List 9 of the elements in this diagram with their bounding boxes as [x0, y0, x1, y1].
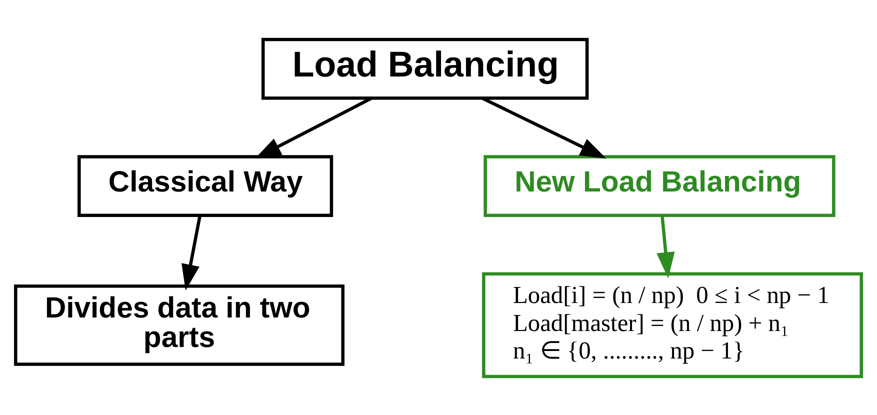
node-box: Load[i] = (n / np) 0 ≤ i < np − 1 Load[master] = (n / np) + n₁ n₁ ∈ {0, ........., np − 1}	[482, 272, 863, 378]
node-box: New Load Balancing	[484, 154, 836, 216]
arrow	[482, 96, 606, 158]
node-box: Classical Way	[78, 154, 334, 216]
node-box: Divides data in two parts	[14, 284, 344, 366]
arrow	[182, 215, 202, 290]
arrow	[254, 96, 372, 158]
arrow	[656, 215, 675, 278]
node-box: Load Balancing	[261, 37, 589, 100]
